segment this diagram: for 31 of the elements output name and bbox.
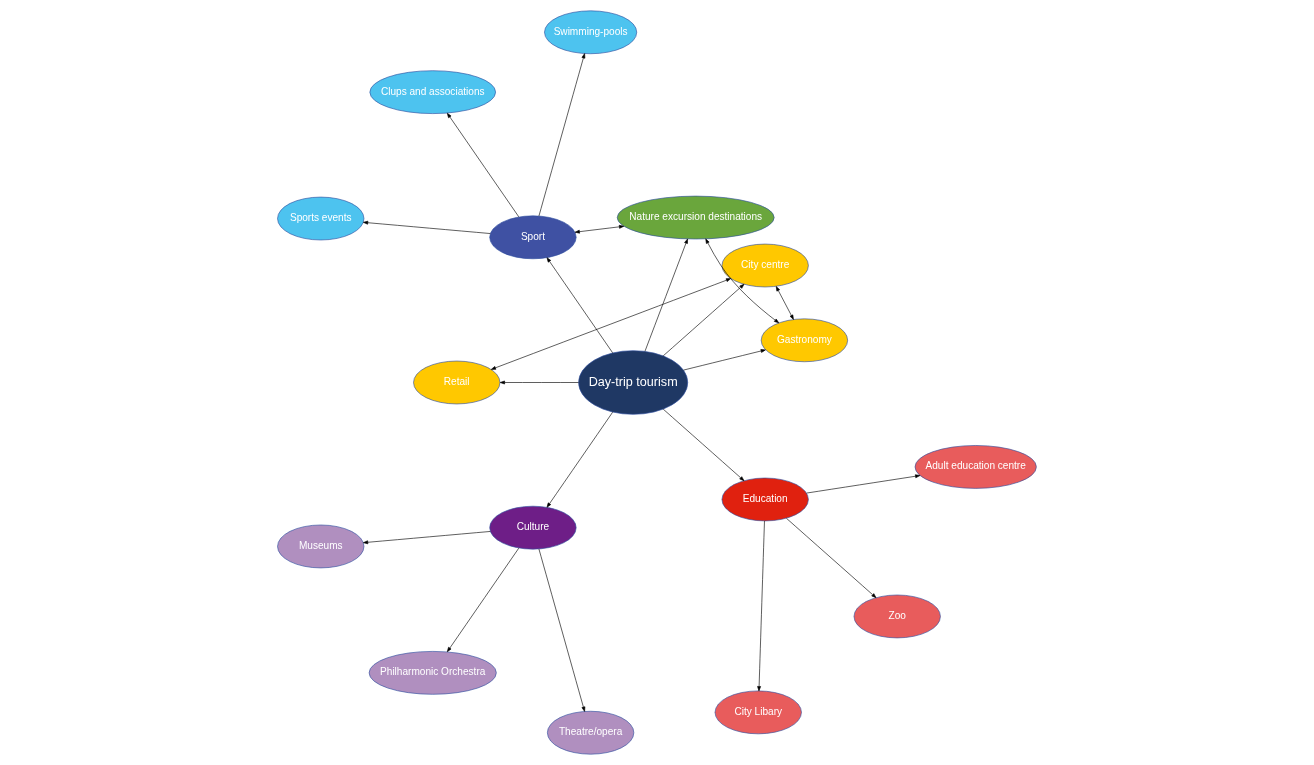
node-ellipse: Swimming-pools xyxy=(544,10,638,55)
node-ellipse: Sports events xyxy=(277,196,365,241)
arrow xyxy=(705,238,780,324)
arrow xyxy=(644,238,688,352)
arrow xyxy=(363,220,491,234)
arrow xyxy=(775,286,794,320)
arrow xyxy=(538,548,586,712)
arrow xyxy=(546,411,613,508)
arrow xyxy=(446,547,520,653)
arrow xyxy=(806,474,921,494)
node-ellipse: Theatre/opera xyxy=(547,710,635,755)
node-ellipse: Philharmonic Orchestra xyxy=(368,651,497,695)
arrow xyxy=(499,380,579,385)
arrow xyxy=(662,408,745,482)
node-ellipse: City Libary xyxy=(714,690,802,735)
arrow xyxy=(446,112,520,218)
node-ellipse: Culture xyxy=(489,505,577,550)
node-ellipse: Clups and associations xyxy=(369,70,496,114)
node-ellipse: Retail xyxy=(413,360,501,405)
arrow xyxy=(662,283,745,357)
node-ellipse: Sport xyxy=(489,215,577,260)
node-ellipse: Museums xyxy=(277,524,365,569)
arrow xyxy=(363,531,491,545)
arrow xyxy=(538,53,586,217)
arrow xyxy=(574,224,625,234)
arrow xyxy=(683,349,766,371)
arrow xyxy=(490,278,731,370)
node-ellipse: Day-trip tourism xyxy=(578,350,689,415)
arrow xyxy=(546,257,613,354)
arrow xyxy=(757,520,765,692)
arrow xyxy=(786,517,877,598)
